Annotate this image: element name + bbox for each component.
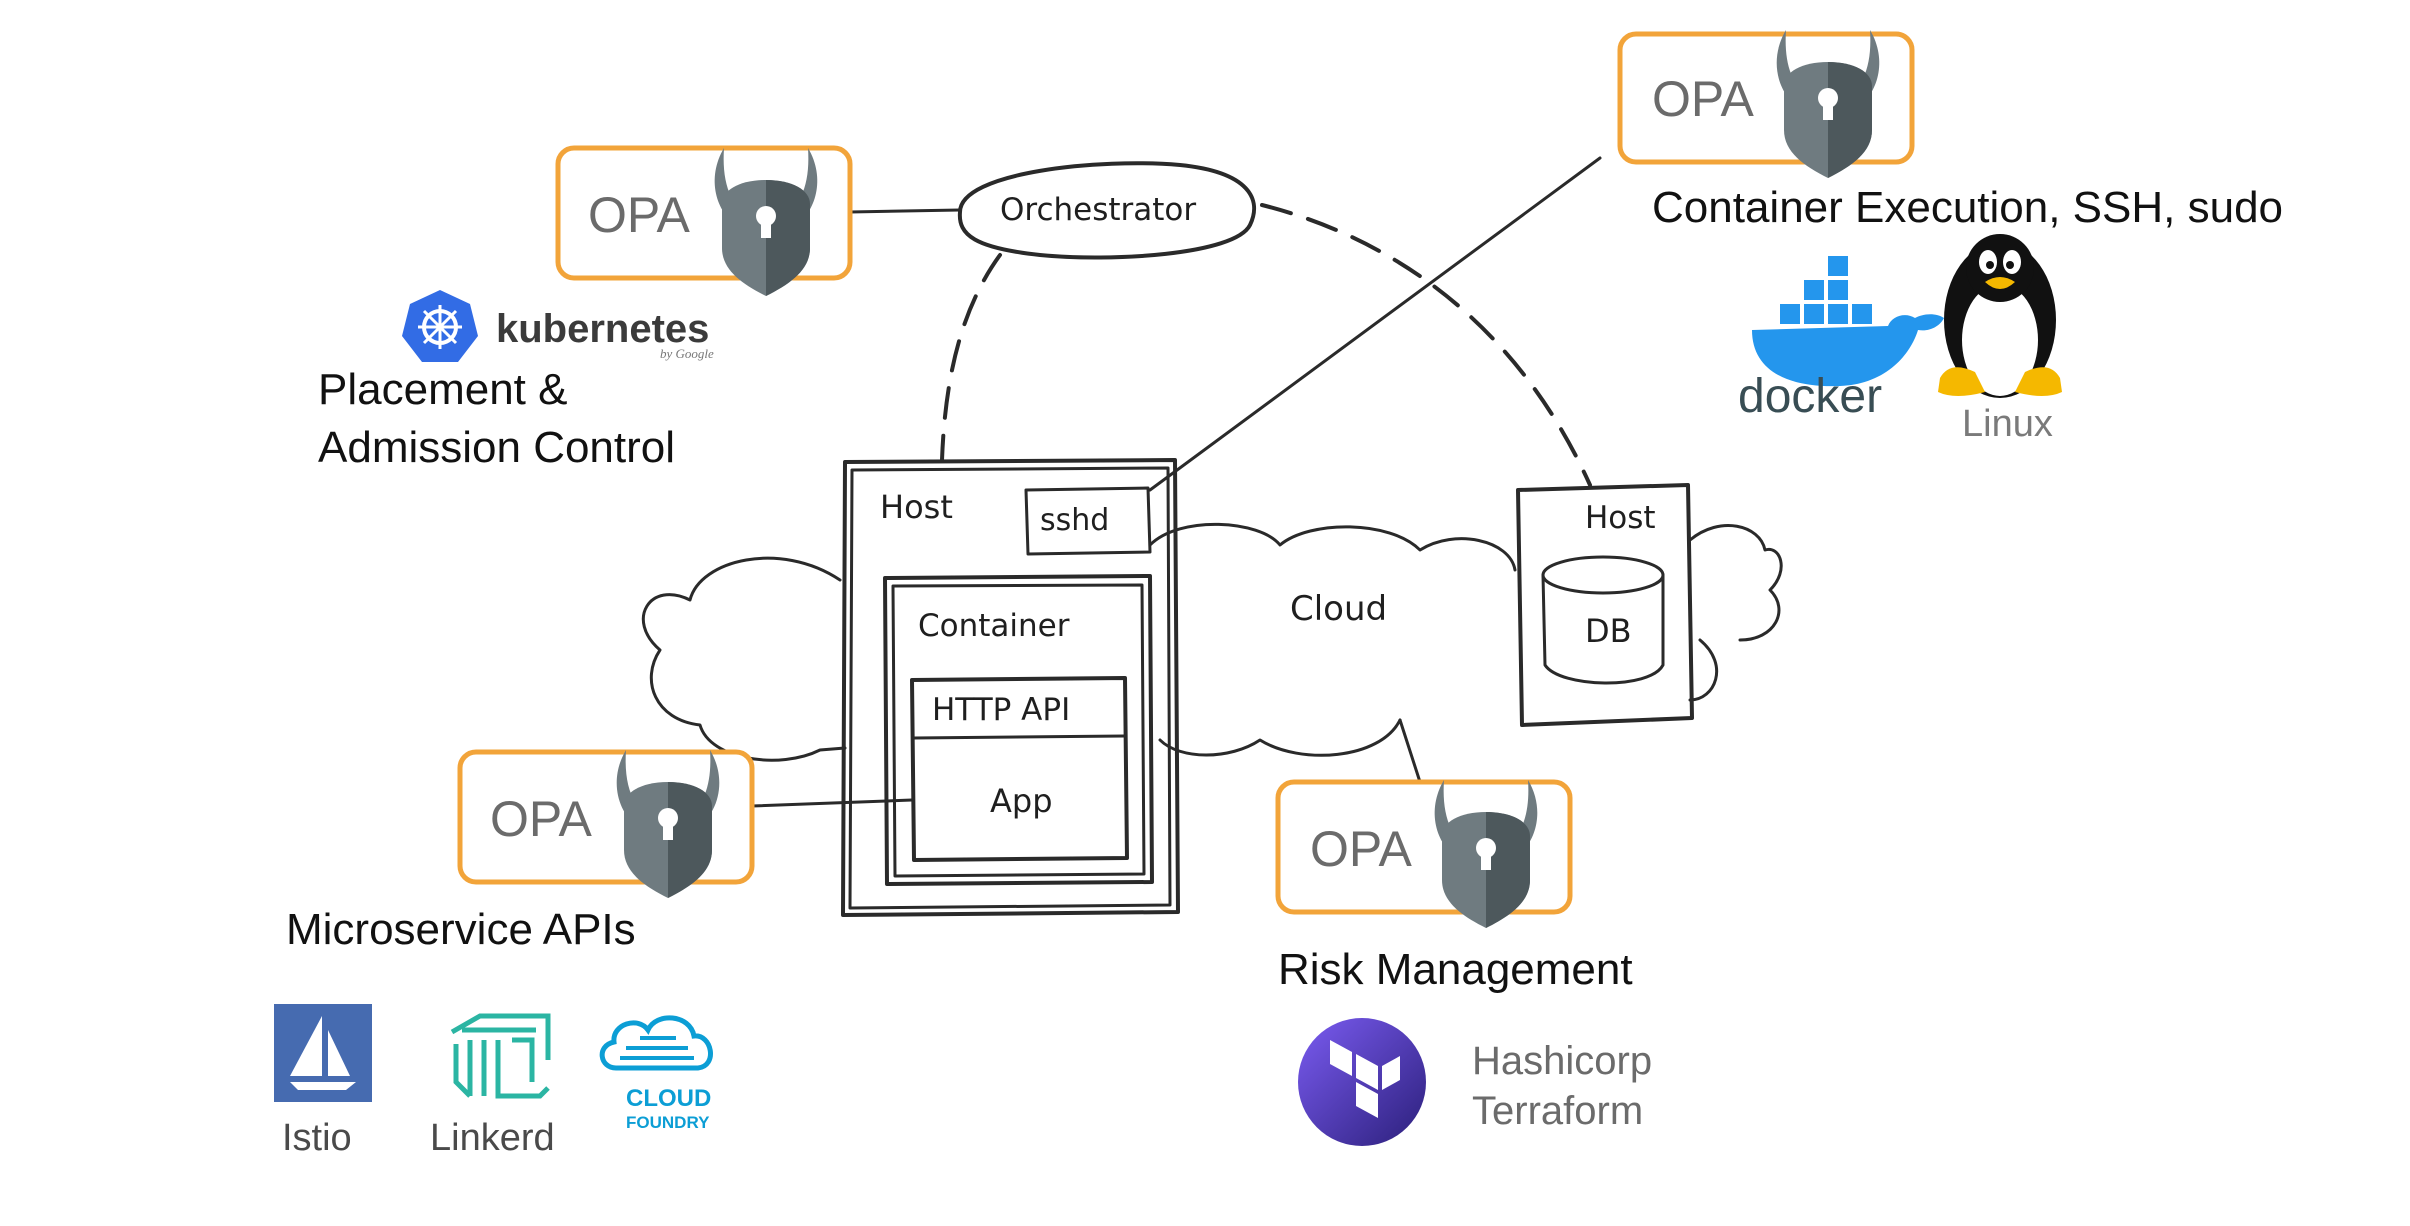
orchestrator-label: Orchestrator: [1000, 192, 1196, 228]
cloud-label: Cloud: [1290, 589, 1387, 629]
db-cylinder: [1541, 555, 1665, 685]
istio-logo: [274, 1004, 372, 1102]
linkerd-label: Linkerd: [430, 1117, 555, 1159]
terraform-label-line2: Terraform: [1472, 1089, 1643, 1133]
cloud-foundry-logo: CLOUD FOUNDRY: [599, 1015, 713, 1132]
host-right-box: [1516, 483, 1694, 727]
opa-label: OPA: [588, 187, 691, 243]
host-left-box: [841, 458, 1180, 917]
container-box: [883, 574, 1154, 886]
opa-label: OPA: [1652, 71, 1755, 127]
terraform-label-line1: Hashicorp: [1472, 1039, 1652, 1083]
istio-label: Istio: [282, 1117, 352, 1159]
opa-box-risk: OPA: [1275, 779, 1573, 928]
orchestrator-ellipse: [957, 161, 1256, 260]
kubernetes-wordmark: kubernetes: [496, 307, 709, 351]
sshd-box: [1024, 486, 1152, 556]
opa-risk-to-cloud-link: [1398, 718, 1422, 784]
opa-box-k8s: OPA: [555, 145, 853, 296]
http-api-label: HTTP API: [932, 692, 1070, 728]
cloud-foundry-wordmark-line1: CLOUD: [626, 1085, 711, 1112]
risk-caption: Risk Management: [1278, 945, 1633, 994]
k8s-caption-line1: Placement &: [318, 365, 567, 414]
micro-caption: Microservice APIs: [286, 905, 636, 954]
opa-box-exec: OPA: [1617, 30, 1915, 178]
orchestrator-to-host-right-link: [1260, 203, 1592, 487]
cloud-shape: [641, 522, 1783, 762]
linux-label: Linux: [1962, 403, 2053, 445]
linkerd-logo: [450, 1013, 551, 1099]
opa-exec-to-sshd-link: [1148, 156, 1602, 492]
opa-label: OPA: [490, 791, 593, 847]
cloud-foundry-wordmark-line2: FOUNDRY: [626, 1113, 710, 1132]
orchestrator-to-host-left-link: [940, 253, 1002, 462]
opa-box-micro: OPA: [457, 749, 755, 898]
db-label: DB: [1585, 612, 1632, 650]
host-left-inner-line: [848, 466, 1172, 910]
kubernetes-logo: kubernetes by Google: [402, 290, 714, 362]
exec-caption: Container Execution, SSH, sudo: [1652, 183, 2283, 232]
terraform-logo: [1298, 1018, 1426, 1146]
host-right-label: Host: [1585, 500, 1656, 536]
sshd-label: sshd: [1040, 503, 1109, 538]
container-inner-line: [891, 583, 1146, 878]
host-left-label: Host: [880, 488, 953, 526]
container-label: Container: [918, 608, 1070, 644]
k8s-caption-line2: Admission Control: [318, 423, 675, 472]
opa-k8s-to-orchestrator-link: [848, 208, 962, 214]
opa-micro-to-app-link: [750, 798, 914, 808]
app-label: App: [990, 782, 1053, 820]
docker-wordmark: docker: [1738, 370, 1882, 423]
docker-logo: docker: [1738, 256, 1944, 423]
linux-tux-icon: [1938, 234, 2062, 398]
http-api-divider: [912, 734, 1127, 740]
opa-label: OPA: [1310, 821, 1413, 877]
kubernetes-wordmark-sub: by Google: [660, 346, 714, 361]
